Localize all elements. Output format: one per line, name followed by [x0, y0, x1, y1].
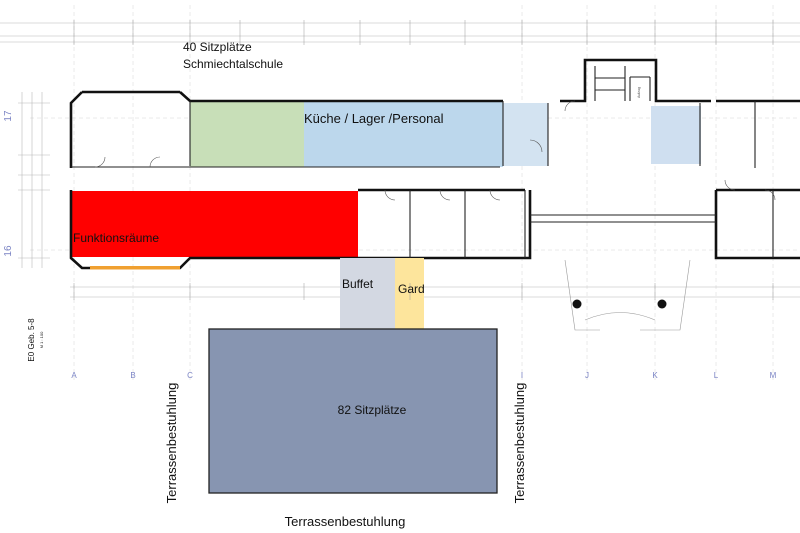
lift-label: Aufzug — [637, 87, 641, 98]
lift-blue-block — [651, 106, 701, 164]
school-name-label: Schmiechtalschule — [183, 57, 283, 71]
grid-letter-c: C — [187, 371, 193, 380]
terrace-area — [208, 328, 498, 494]
grid-letter-k: K — [652, 371, 658, 380]
grid-letter-b: B — [130, 371, 135, 380]
sanitary-blue-block — [503, 103, 548, 166]
top-dimension-lines — [0, 22, 800, 43]
garderobe-label: Gard — [398, 282, 425, 296]
kitchen-block — [304, 101, 503, 167]
side-title: E0 Geb. 5-8 — [27, 318, 36, 362]
grid-letter-l: L — [714, 371, 719, 380]
dimension-ticks — [73, 20, 774, 300]
side-scale: M 1 : 100 — [39, 331, 44, 348]
buffet-label: Buffet — [342, 277, 374, 291]
left-dimension-chain — [18, 92, 50, 268]
buffet-area — [340, 258, 395, 329]
entrance-column-right — [657, 299, 667, 309]
grid-letter-m: M — [770, 371, 777, 380]
function-rooms-block — [71, 191, 358, 257]
grid-letter-a: A — [71, 371, 77, 380]
kitchen-label: Küche / Lager /Personal — [304, 111, 444, 126]
entrance-lines — [564, 259, 691, 331]
green-room-block — [190, 101, 304, 167]
grid-letters: A B C I J K L M — [71, 371, 776, 380]
grid-letter-j: J — [585, 371, 589, 380]
grid-letter-i: I — [521, 371, 523, 380]
interior-walls — [71, 66, 774, 258]
terrace-seating-right: Terrassenbestuhlung — [512, 383, 527, 504]
terrace-seating-bottom: Terrassenbestuhlung — [285, 514, 406, 529]
axis-number-top: 17 — [3, 110, 14, 122]
function-rooms-label: Funktionsräume — [73, 231, 159, 245]
terrace-seating-left: Terrassenbestuhlung — [164, 383, 179, 504]
bottom-dimension-lines — [70, 286, 800, 298]
terrace-seats-label: 82 Sitzplätze — [338, 403, 407, 417]
door-swings — [94, 100, 776, 201]
seats-school-label: 40 Sitzplätze — [183, 40, 252, 54]
axis-number-bottom: 16 — [3, 245, 14, 257]
garderobe-area — [395, 258, 424, 329]
entrance-column-left — [572, 299, 582, 309]
facade-strip — [90, 266, 180, 270]
